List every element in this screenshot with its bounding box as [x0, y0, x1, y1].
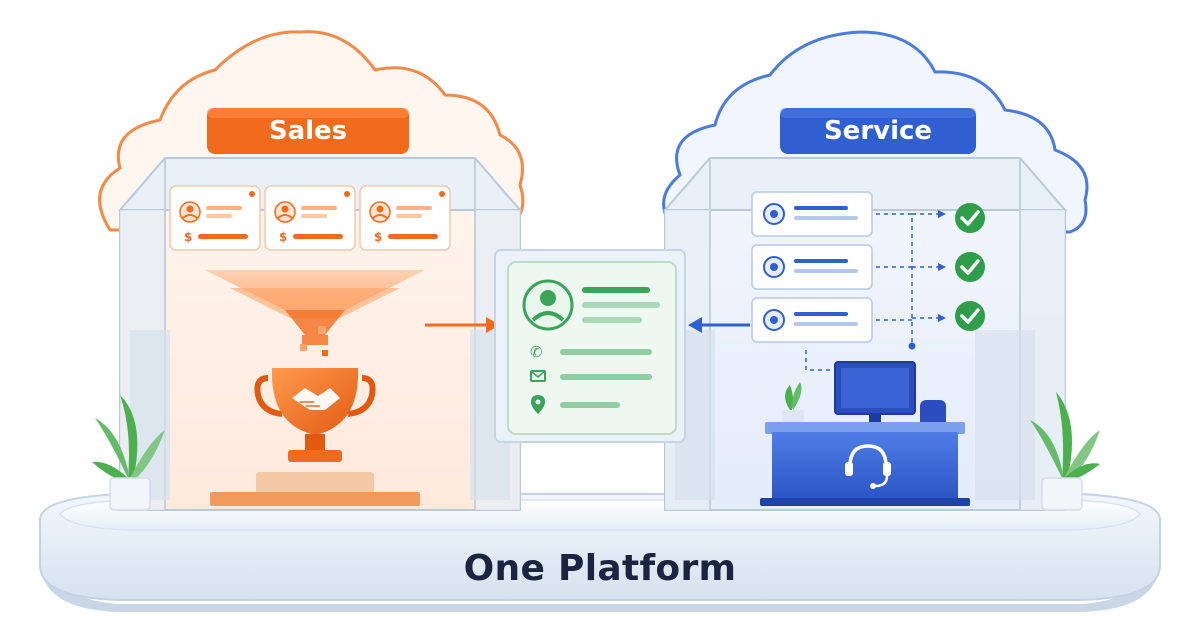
headset-icon: [845, 444, 891, 489]
sales-lead-cards: $ $ $: [169, 185, 451, 251]
ticket-card: [751, 191, 873, 237]
ticket-card: [751, 297, 873, 343]
trophy-icon: [210, 368, 420, 506]
lead-card: $: [264, 185, 356, 251]
service-to-hub-arrow: [688, 317, 750, 333]
dollar-icon: $: [279, 230, 287, 244]
platform-label: One Platform: [463, 548, 737, 589]
check-icon: [955, 203, 985, 233]
sales-label: Sales: [268, 116, 348, 146]
ticket-card: [751, 244, 873, 290]
check-icon: [955, 301, 985, 331]
service-desk: [760, 361, 970, 506]
lead-card: $: [359, 185, 451, 251]
service-tickets: [751, 191, 873, 343]
ticket-flow-connectors: [805, 213, 940, 371]
connector-arrowheads: [908, 210, 946, 350]
phone-icon: ✆: [530, 343, 543, 361]
mail-icon: [530, 370, 546, 382]
dollar-icon: $: [184, 230, 192, 244]
sales-to-hub-arrow: [425, 317, 500, 333]
customer-profile-card: ✆: [494, 249, 686, 443]
check-icon: [955, 252, 985, 282]
service-banner: [780, 108, 976, 154]
plant-icon: [92, 395, 165, 511]
check-icons: [955, 203, 985, 331]
service-label: Service: [823, 116, 933, 146]
plant-icon: [782, 382, 804, 424]
plant-icon: [1030, 392, 1100, 511]
lead-card: $: [169, 185, 261, 251]
handshake-icon: [292, 388, 340, 410]
dollar-icon: $: [374, 230, 382, 244]
sales-banner: [207, 108, 409, 154]
funnel-icon: [205, 270, 425, 356]
